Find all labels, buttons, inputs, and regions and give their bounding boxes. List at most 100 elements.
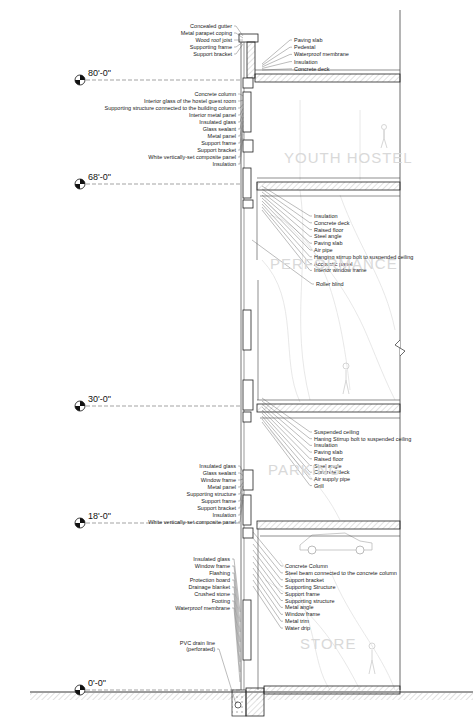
callout-label: Insulation: [314, 213, 338, 219]
leader-line: [262, 54, 292, 67]
leader-line: [234, 33, 243, 38]
callout-label: Glass sealant: [203, 470, 236, 476]
callout-label: Supporting structure: [285, 598, 335, 604]
callout-label: Suspended ceiling: [314, 429, 359, 435]
callout-label: Insulation: [212, 512, 236, 518]
callout-label: Flashing: [209, 570, 230, 576]
callout-label: Insulation: [294, 59, 318, 65]
callout-label: Insulated glass: [199, 119, 236, 125]
callout-label: Supporting structure connected to the bu…: [105, 105, 236, 111]
leader-line: [253, 562, 283, 601]
leader-line: [238, 473, 243, 476]
leader-line: [262, 413, 312, 466]
leader-line: [262, 410, 312, 459]
leader-line: [238, 479, 243, 480]
leader-line: [232, 601, 240, 672]
callout-label: Support bracket: [285, 577, 324, 583]
leader-line: [232, 587, 240, 652]
callout-label: Crushed stone: [194, 591, 230, 597]
callout-label: Support frame: [285, 591, 320, 597]
elevation-label: 68'-0": [88, 172, 111, 182]
callout-label: Paving slab: [294, 37, 322, 43]
callout-label: Raised floor: [314, 227, 343, 233]
callout-label: Drainage blanket: [188, 584, 230, 590]
leader-line: [262, 401, 312, 439]
callout-label: Waterproof membrane: [294, 51, 349, 57]
leader-line: [262, 47, 292, 65]
callout-label: Waterproof membrane: [175, 605, 230, 611]
leader-line: [232, 594, 240, 662]
callout-label: Supporting Structure: [285, 584, 335, 590]
callout-label: Insulation: [314, 442, 338, 448]
leader-line: [262, 398, 312, 432]
leader-line: [253, 538, 283, 573]
leader-line: [238, 117, 243, 129]
leader-line: [232, 608, 240, 682]
leader-line: [253, 556, 283, 594]
callout-label: Insulated glass: [199, 463, 236, 469]
callout-label: Support frame: [201, 498, 236, 504]
leader-line: [262, 204, 312, 257]
leader-line: [238, 109, 243, 115]
callout-label: White vertically-set composite panel: [148, 519, 236, 525]
callout-label: Window frame: [201, 477, 236, 483]
callout-label: Supporting frame: [190, 44, 232, 50]
callout-label: Insulated glass: [193, 556, 230, 562]
callout-label: Metal panel: [208, 484, 236, 490]
leader-line: [234, 26, 243, 36]
callout-label: Metal trim: [285, 618, 309, 624]
callout-label: Window frame: [195, 563, 230, 569]
elevation-label: 18'-0": [88, 511, 111, 521]
leader-line: [238, 94, 243, 96]
callout-label: Pedestal: [294, 44, 315, 50]
leader-line: [262, 69, 292, 70]
callout-label: Wood roof joist: [195, 37, 232, 43]
callout-label: Footing: [212, 598, 230, 604]
leader-line: [217, 649, 236, 704]
elevation-label: 0'-0": [88, 678, 106, 688]
callout-label: Grill: [314, 483, 324, 489]
callout-label: Window frame: [285, 611, 320, 617]
watermark: STORE: [300, 636, 356, 652]
leader-line: [238, 138, 243, 164]
callout-label: Insulation: [212, 161, 236, 167]
callout-label: Interior glass of the hostel guest room: [144, 98, 236, 104]
callout-label: Metal angle: [285, 604, 313, 610]
callout-label: Support bracket: [197, 147, 236, 153]
callout-label: Steel beam connected to the concrete col…: [285, 570, 397, 576]
callout-label: Support bracket: [193, 51, 232, 57]
leader-line: [238, 500, 243, 522]
callout-label: Raised floor: [314, 456, 343, 462]
callout-label: Concealed gutter: [190, 23, 232, 29]
watermark: PARKING: [268, 462, 341, 478]
elevation-label: 80'-0": [88, 68, 111, 78]
callout-label: Water drip: [285, 625, 310, 631]
leader-line: [262, 192, 312, 230]
callout-label: Concrete deck: [294, 66, 329, 72]
callout-label: Metal parapet coping: [181, 30, 232, 36]
leader-line: [238, 483, 243, 488]
callout-label: Concrete Column: [285, 563, 328, 569]
callout-label: Roller blind: [316, 281, 344, 287]
leader-line: [238, 100, 243, 102]
callout-label: Interior metal panel: [189, 112, 236, 118]
callout-label: White vertically-set composite panel: [148, 154, 236, 160]
leader-line: [238, 104, 243, 108]
leader-line: [238, 466, 243, 472]
leader-line: [253, 568, 283, 607]
callout-label: Air pipe: [314, 247, 333, 253]
callout-label: Protection board: [190, 577, 230, 583]
leader-line: [253, 586, 283, 628]
leader-line: [253, 532, 283, 566]
leader-line: [234, 40, 243, 41]
watermark: YOUTH HOSTEL: [284, 150, 413, 166]
callout-label: Paving slab: [314, 449, 342, 455]
callout-label: Metal panel: [208, 133, 236, 139]
leader-line: [253, 580, 283, 621]
callout-label: Support bracket: [197, 505, 236, 511]
callout-label: Support frame: [201, 140, 236, 146]
leader-line: [262, 62, 292, 69]
elevation-label: 30'-0": [88, 394, 111, 404]
